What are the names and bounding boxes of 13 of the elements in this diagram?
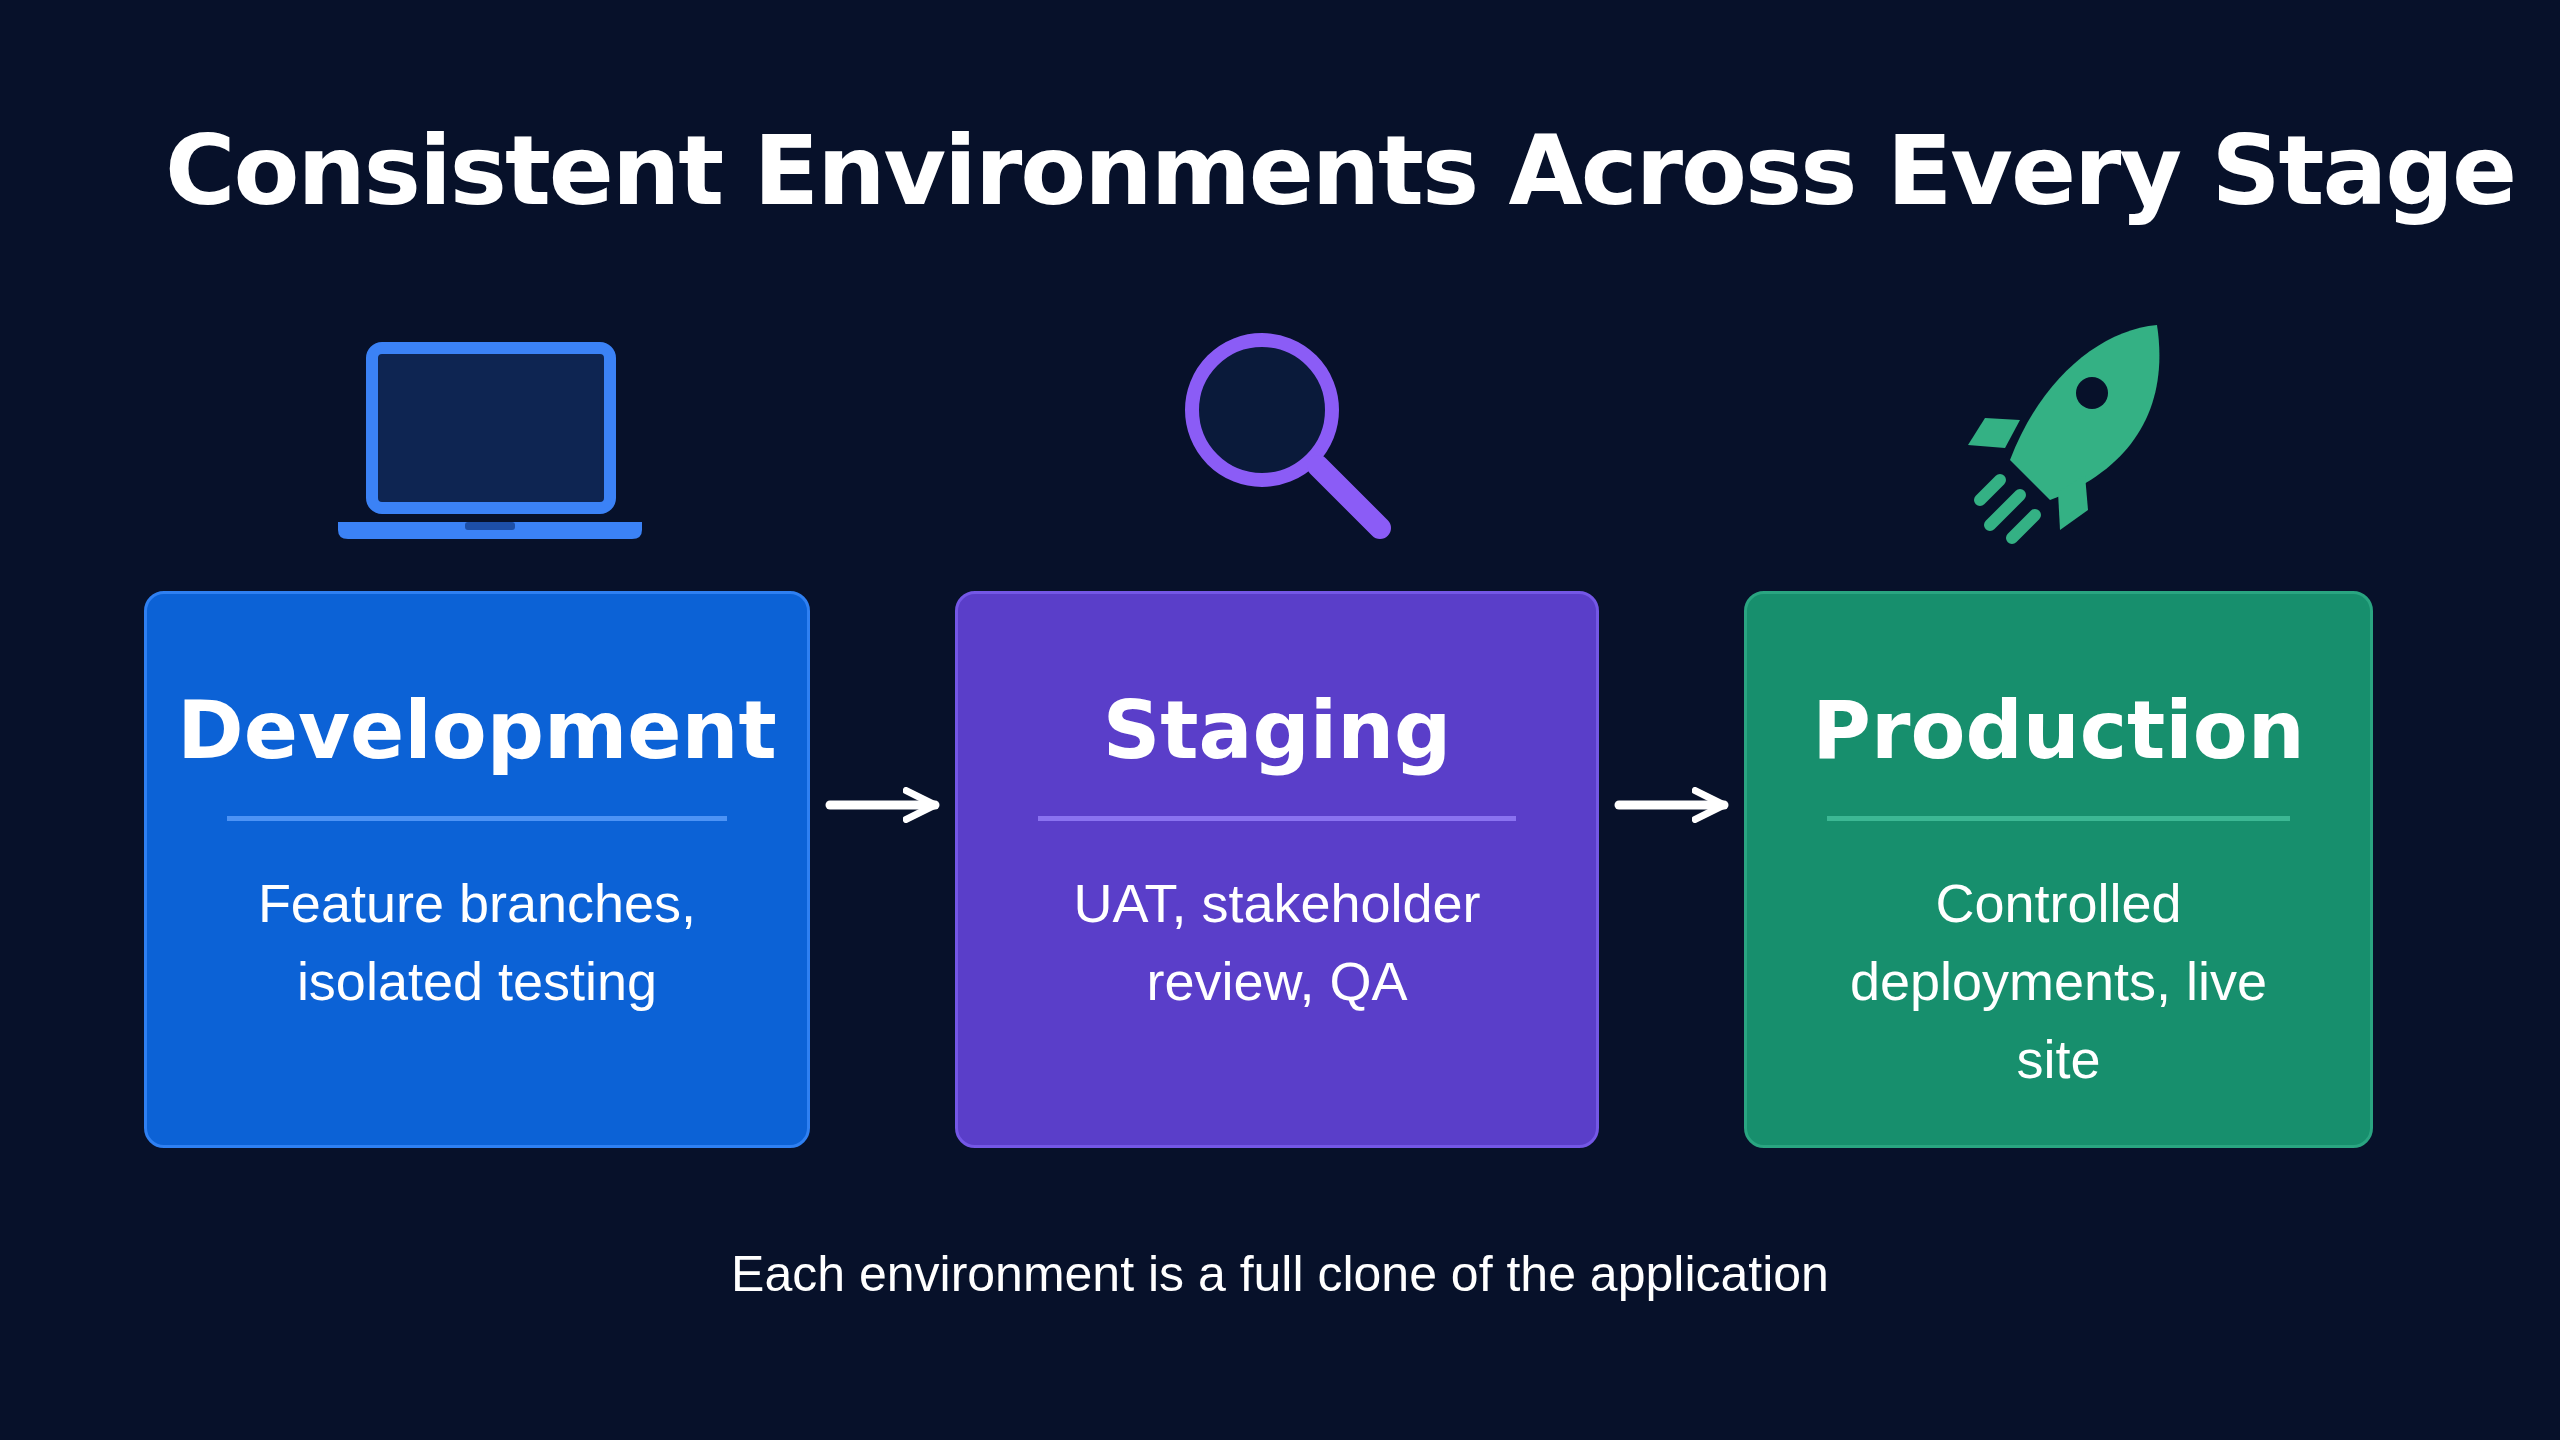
arrow — [825, 787, 940, 823]
title: Consistent Environments Across Every Stage — [164, 115, 2516, 227]
stage-card — [955, 591, 1599, 1148]
card-description: Feature branches, isolated testing — [256, 872, 698, 1013]
card-description: UAT, stakeholder review, QA — [1072, 872, 1482, 1013]
arrow — [1614, 787, 1729, 823]
card-heading: Development — [176, 684, 778, 777]
caption: Each environment is a full clone of the application — [730, 1245, 1830, 1303]
card-heading: Staging — [1101, 684, 1453, 777]
card-heading: Production — [1811, 684, 2306, 777]
card-description: Controlled deployments, live site — [1848, 872, 2269, 1091]
stage-card — [144, 591, 810, 1148]
stage-card — [1744, 591, 2373, 1148]
